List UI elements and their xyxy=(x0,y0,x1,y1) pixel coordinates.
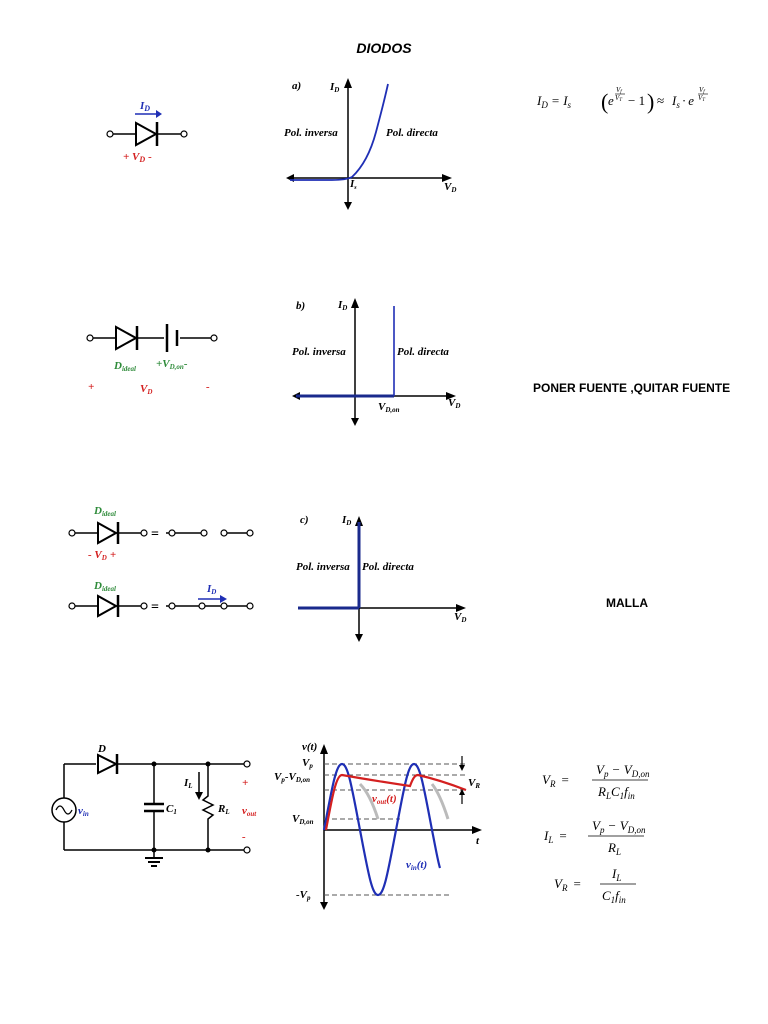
graph-a-right-label: Pol. directa xyxy=(386,127,438,139)
vd-label: VD xyxy=(140,383,152,396)
svg-text:Vf: Vf xyxy=(699,86,705,95)
vp-label: Vp xyxy=(302,757,313,770)
svg-text:RLC1fin: RLC1fin xyxy=(597,784,635,801)
iv-curve-graph-b: b) ID VD Pol. inversa Pol. directa VD,on xyxy=(292,298,460,426)
svg-text:e: e xyxy=(608,93,614,108)
vp-minus-vdon-label: Vp-VD,on xyxy=(274,771,310,784)
svg-text:Vp−VD,on: Vp−VD,on xyxy=(592,818,646,835)
vdon-level-label: VD,on xyxy=(292,813,314,826)
t-axis-label: t xyxy=(476,835,480,847)
diode-equation: ID=Is ( e Vf VT − 1 ) ≈ Is·e Vf VT xyxy=(536,86,708,114)
graph-b-x-label: VD xyxy=(448,397,460,410)
minus-sign: - xyxy=(206,381,210,393)
vdon-label: +VD,on- xyxy=(156,358,188,371)
rectifier-circuit: D vin IL C1 RL + vout - xyxy=(51,743,257,867)
ideal-diode-2-label: Dideal xyxy=(93,580,116,593)
graph-c-right-label: Pol. directa xyxy=(362,561,414,573)
graph-b-y-label: ID xyxy=(337,299,347,312)
svg-text:IL: IL xyxy=(611,866,621,883)
diode-current-label: ID xyxy=(139,100,150,113)
page-title: DIODOS xyxy=(356,40,412,56)
graph-a-tag: a) xyxy=(292,80,301,92)
rl-label: RL xyxy=(217,803,230,816)
graph-c-tag: c) xyxy=(300,514,309,526)
svg-text:ID=Is: ID=Is xyxy=(536,93,572,110)
svg-text:C1fin: C1fin xyxy=(602,888,626,905)
svg-text:VT: VT xyxy=(615,94,623,103)
vin-label: vin xyxy=(78,805,89,818)
diode-model-source: Dideal +VD,on- + VD - xyxy=(86,324,218,396)
vout-minus: - xyxy=(242,831,246,843)
ideal-diode-1-label: Dideal xyxy=(93,505,116,518)
vout-plus: + xyxy=(242,777,248,789)
graph-b-tag: b) xyxy=(296,300,305,312)
vin-curve-label: vin(t) xyxy=(406,859,427,872)
ripple-equations: VR= Vp−VD,on RLC1fin IL= Vp−VD,on RL VR=… xyxy=(542,762,650,905)
equation-vr-2: VR= IL C1fin xyxy=(554,866,636,905)
diode-d-label: D xyxy=(97,743,106,755)
plus-sign: + xyxy=(88,381,94,393)
graph-a-x-label: VD xyxy=(444,181,456,194)
graph-c-x-label: VD xyxy=(454,611,466,624)
graph-a-left-label: Pol. inversa xyxy=(284,127,338,139)
svg-text:Is·e: Is·e xyxy=(671,93,694,110)
vr-ripple-label: VR xyxy=(468,777,480,790)
equivalent-sign-2: = xyxy=(151,600,159,615)
il-label: IL xyxy=(183,777,193,790)
svg-text:Vp−VD,on: Vp−VD,on xyxy=(596,762,650,779)
graph-b-von-label: VD,on xyxy=(378,401,400,414)
diode-symbol-basic: ID + VD- xyxy=(106,100,188,164)
svg-text:): ) xyxy=(647,89,654,114)
svg-text:VR=: VR= xyxy=(554,876,581,893)
graph-b-left-label: Pol. inversa xyxy=(292,346,346,358)
equivalent-sign-1: = xyxy=(151,527,159,542)
graph-c-left-label: Pol. inversa xyxy=(296,561,350,573)
svg-text:Vf: Vf xyxy=(616,86,622,95)
graph-c-y-label: ID xyxy=(341,514,351,527)
svg-text:VT: VT xyxy=(698,94,706,103)
svg-text:(: ( xyxy=(601,89,608,114)
vout-curve-label: vout(t) xyxy=(372,793,397,806)
equation-il: IL= Vp−VD,on RL xyxy=(543,818,646,857)
vt-axis-label: v(t) xyxy=(302,741,317,753)
svg-text:RL: RL xyxy=(607,840,621,857)
c1-label: C1 xyxy=(166,803,177,816)
iv-curve-graph-c: c) ID VD Pol. inversa Pol. directa xyxy=(296,514,466,642)
svg-text:VR=: VR= xyxy=(542,772,569,789)
svg-text:IL=: IL= xyxy=(543,828,567,845)
graph-a-is-label: Is xyxy=(349,178,357,191)
ideal-diode-2-current: ID xyxy=(206,583,216,596)
svg-text:− 1: − 1 xyxy=(628,93,645,108)
graph-b-right-label: Pol. directa xyxy=(397,346,449,358)
ideal-diode-equivalents: Dideal = - VD+ Dideal = ID xyxy=(68,505,254,618)
iv-curve-graph-a: a) ID VD Pol. inversa Pol. directa Is xyxy=(284,78,456,210)
ideal-diode-1-vd: - VD+ xyxy=(88,549,116,562)
equation-vr-1: VR= Vp−VD,on RLC1fin xyxy=(542,762,650,801)
minus-vp-label: -Vp xyxy=(296,889,311,902)
graph-a-y-label: ID xyxy=(329,81,339,94)
rectifier-waveform: v(t) Vp Vp-VD,on VD,on -Vp t VR vout(t) … xyxy=(274,741,482,910)
svg-text:≈: ≈ xyxy=(657,93,664,108)
diode-voltage-label: + VD- xyxy=(123,151,152,164)
note-malla: MALLA xyxy=(606,596,648,610)
note-poner-fuente: PONER FUENTE ,QUITAR FUENTE xyxy=(533,381,731,395)
vout-label: vout xyxy=(242,805,257,818)
diode-ideal-label: Dideal xyxy=(113,360,136,373)
